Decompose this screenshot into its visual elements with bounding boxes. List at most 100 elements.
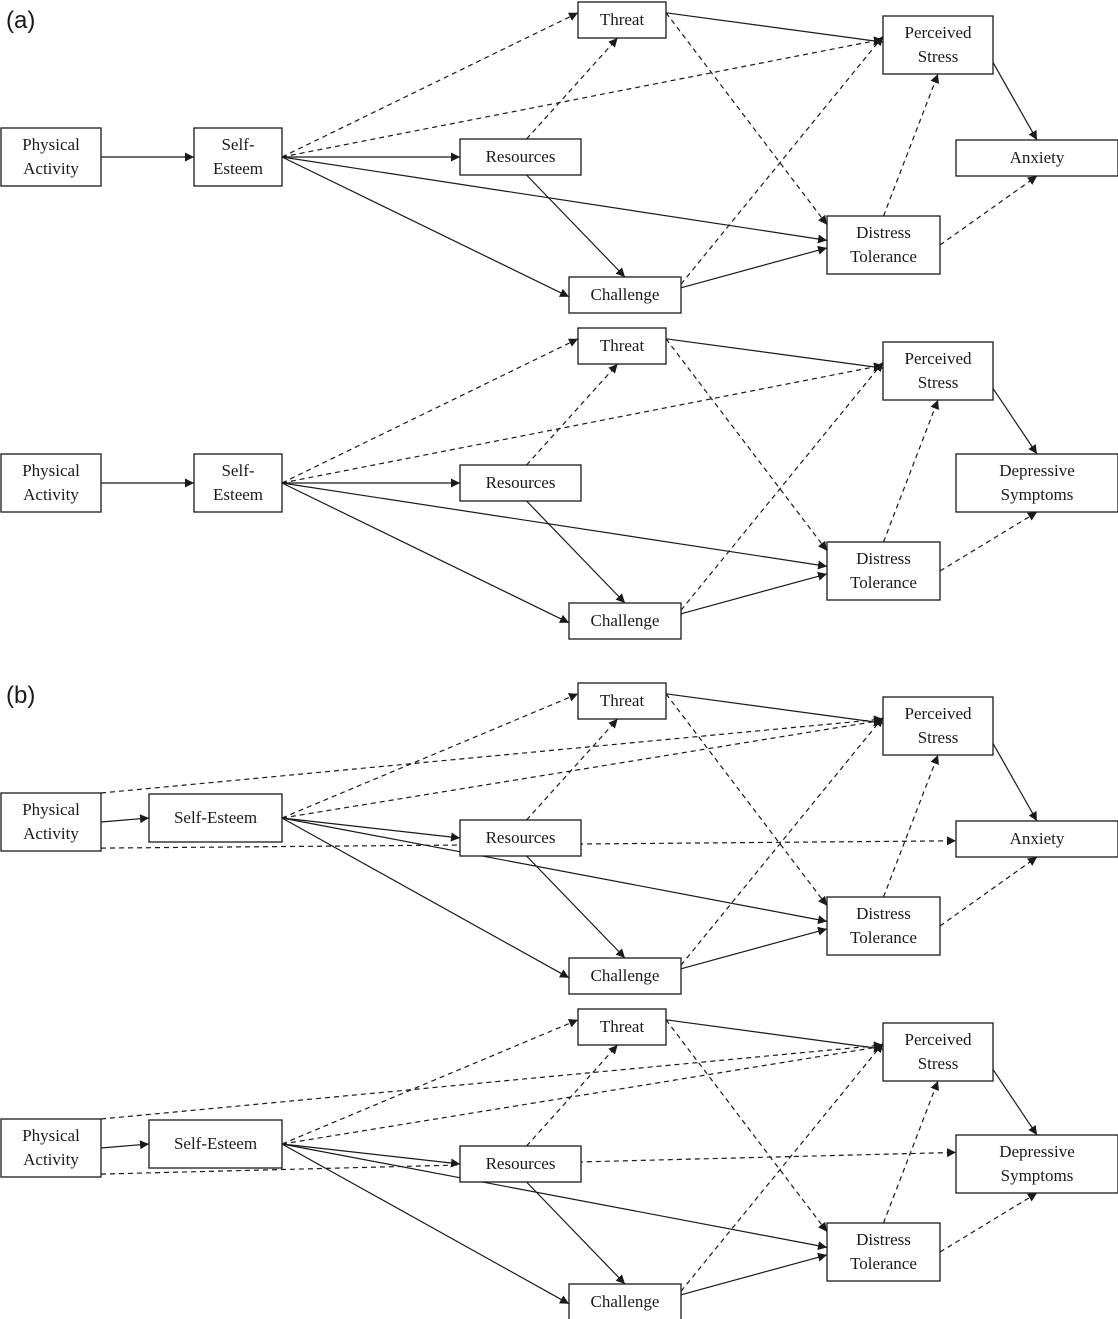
node-out: Anxiety bbox=[955, 820, 1118, 858]
node-label: Symptoms bbox=[1001, 485, 1074, 504]
edge-threat-to-stress bbox=[665, 338, 884, 372]
node-box bbox=[459, 138, 582, 176]
edge-dt-to-out bbox=[939, 511, 1038, 572]
node-resources: Resources bbox=[459, 819, 582, 857]
node-label: Physical bbox=[22, 800, 80, 819]
node-box bbox=[0, 1118, 102, 1178]
edge-dt-to-out bbox=[939, 856, 1038, 927]
edge-se-to-challenge bbox=[281, 482, 570, 624]
edge-dt-to-out bbox=[939, 1192, 1038, 1253]
edge-dt-to-stress bbox=[882, 1080, 939, 1224]
node-se: Self-Esteem bbox=[193, 453, 283, 513]
node-box bbox=[0, 453, 102, 513]
node-label: Challenge bbox=[591, 285, 660, 304]
node-se: Self-Esteem bbox=[148, 793, 283, 843]
edge-se-to-dt bbox=[281, 1143, 828, 1251]
node-box bbox=[459, 819, 582, 857]
node-label: Challenge bbox=[591, 611, 660, 630]
edge-resources-to-challenge bbox=[526, 174, 626, 278]
node-label: Stress bbox=[918, 47, 959, 66]
edge-challenge-to-dt bbox=[680, 571, 828, 615]
edge-se-to-stress bbox=[281, 1043, 884, 1145]
edge-pa-to-stress bbox=[100, 1041, 884, 1120]
edge-se-to-stress bbox=[281, 362, 884, 484]
node-threat: Threat bbox=[577, 327, 667, 365]
node-label: Resources bbox=[486, 1154, 556, 1173]
edge-resources-to-threat bbox=[526, 37, 619, 140]
node-label: Perceived bbox=[904, 704, 972, 723]
node-box bbox=[568, 957, 682, 995]
node-label: Tolerance bbox=[850, 247, 917, 266]
node-label: Physical bbox=[22, 1126, 80, 1145]
node-label: Threat bbox=[600, 691, 645, 710]
edge-stress-to-out bbox=[992, 388, 1038, 455]
node-box bbox=[577, 1, 667, 39]
node-box bbox=[826, 215, 941, 275]
node-threat: Threat bbox=[577, 1, 667, 39]
node-label: Physical bbox=[22, 135, 80, 154]
node-label: Stress bbox=[918, 728, 959, 747]
node-box bbox=[955, 1134, 1118, 1194]
edge-threat-to-dt bbox=[665, 338, 828, 552]
edge-se-to-stress bbox=[281, 36, 884, 158]
edge-stress-to-out bbox=[992, 62, 1038, 141]
edge-se-to-threat bbox=[281, 338, 579, 484]
node-label: Threat bbox=[600, 1017, 645, 1036]
node-label: Distress bbox=[856, 904, 911, 923]
edge-threat-to-stress bbox=[665, 12, 884, 46]
edge-pa-to-se bbox=[100, 1140, 150, 1150]
node-se: Self-Esteem bbox=[193, 127, 283, 187]
node-label: Activity bbox=[23, 159, 79, 178]
node-box bbox=[882, 15, 994, 75]
edge-se-to-challenge bbox=[281, 156, 570, 298]
node-label: Anxiety bbox=[1010, 829, 1065, 848]
node-label: Symptoms bbox=[1001, 1166, 1074, 1185]
node-label: Depressive bbox=[999, 1142, 1075, 1161]
node-box bbox=[193, 453, 283, 513]
edge-se-to-stress bbox=[281, 717, 884, 819]
node-box bbox=[568, 276, 682, 314]
edge-resources-to-threat bbox=[526, 363, 619, 466]
node-box bbox=[882, 341, 994, 401]
edge-se-to-resources bbox=[281, 817, 461, 842]
node-box bbox=[193, 127, 283, 187]
edge-threat-to-stress bbox=[665, 693, 884, 727]
node-box bbox=[459, 1145, 582, 1183]
node-label: Threat bbox=[600, 10, 645, 29]
node-label: Stress bbox=[918, 1054, 959, 1073]
edge-stress-to-out bbox=[992, 743, 1038, 822]
node-box bbox=[459, 464, 582, 502]
edge-resources-to-threat bbox=[526, 1044, 619, 1147]
node-label: Perceived bbox=[904, 23, 972, 42]
node-label: Physical bbox=[22, 461, 80, 480]
node-label: Activity bbox=[23, 1150, 79, 1169]
node-label: Challenge bbox=[591, 1292, 660, 1311]
edge-dt-to-out bbox=[939, 175, 1038, 246]
node-label: Esteem bbox=[213, 485, 263, 504]
node-box bbox=[148, 1119, 283, 1169]
node-box bbox=[826, 896, 941, 956]
node-label: Resources bbox=[486, 828, 556, 847]
edge-resources-to-threat bbox=[526, 718, 619, 821]
node-label: Tolerance bbox=[850, 573, 917, 592]
node-se: Self-Esteem bbox=[148, 1119, 283, 1169]
edge-stress-to-out bbox=[992, 1069, 1038, 1136]
node-label: Resources bbox=[486, 473, 556, 492]
node-label: Depressive bbox=[999, 461, 1075, 480]
node-label: Perceived bbox=[904, 349, 972, 368]
node-label: Activity bbox=[23, 824, 79, 843]
node-label: Tolerance bbox=[850, 1254, 917, 1273]
node-box bbox=[577, 1008, 667, 1046]
node-label: Challenge bbox=[591, 966, 660, 985]
edge-threat-to-dt bbox=[665, 693, 828, 907]
